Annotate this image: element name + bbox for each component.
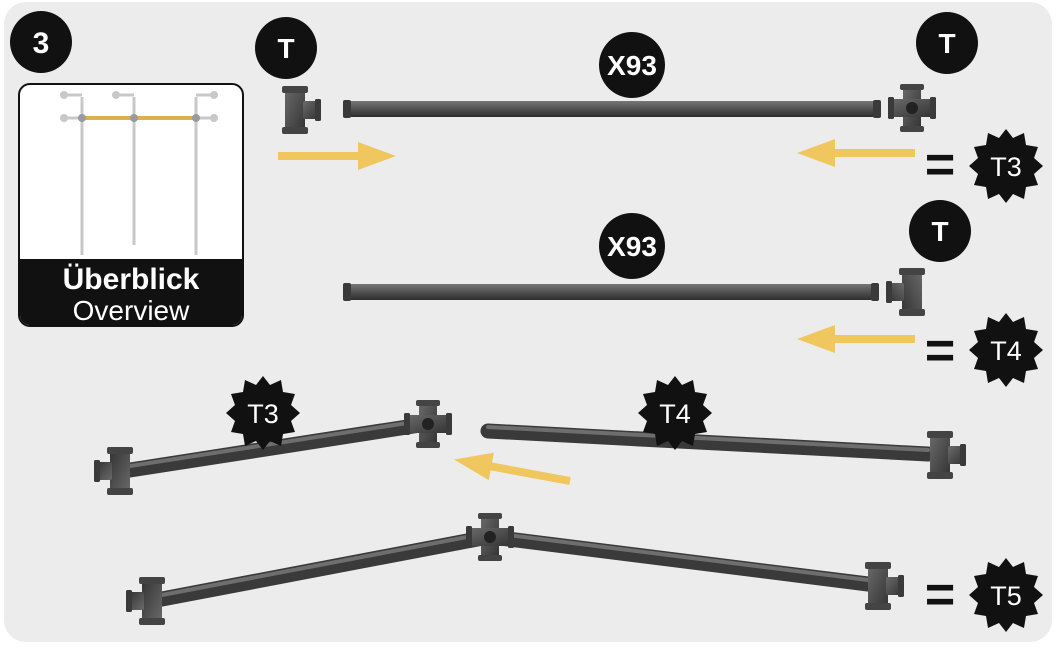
overview-subtitle: Overview [72,295,190,326]
arrow-left-icon [797,139,915,167]
result-badge-t3: T3 [969,129,1043,203]
pipe-x93-middle [343,283,879,301]
equals-sign: = [925,566,955,624]
tee-fitting [927,431,966,479]
step-number: 3 [33,27,50,60]
overview-title: Überblick [62,263,200,296]
step-badge: 3 [10,11,72,73]
assembly-badge-t4: T4 [638,376,712,450]
assembly-t4-right [480,423,966,479]
assembly-t5 [126,513,904,625]
fitting-label-top-right: T [916,12,978,74]
cross-fitting [466,513,514,561]
result-badge-t5: T5 [969,558,1043,632]
pipe-label-text: X93 [607,50,657,81]
fitting-label-text: T [931,216,948,247]
equals-sign: = [925,322,955,380]
badge-text: T4 [990,336,1022,366]
cross-fitting [404,400,452,448]
badge-text: T5 [990,581,1022,611]
pipe-x93-top [343,100,881,118]
tee-fitting-left [282,86,321,134]
overview-caption: Überblick Overview [20,259,242,325]
assembly-badge-t3: T3 [226,376,300,450]
badge-text: T3 [990,152,1022,182]
overview-rack-image [60,91,218,255]
pipe-label-text: X93 [607,231,657,262]
fitting-label-text: T [938,28,955,59]
pipe-label-top: X93 [599,32,665,98]
equals-sign: = [925,136,955,194]
fitting-label-middle: T [909,200,971,262]
tee-fitting [94,447,133,495]
tee-fitting-middle [886,268,925,316]
arrow-left-icon [451,445,573,495]
pipe-label-middle: X93 [599,213,665,279]
tee-fitting [126,577,165,625]
cross-fitting-right [888,84,936,132]
arrow-right-icon [278,142,396,170]
arrow-left-icon [797,325,915,353]
tee-fitting [865,562,904,610]
badge-text: T4 [659,399,691,429]
badge-text: T3 [247,399,279,429]
fitting-label-top-left: T [255,17,317,79]
overview-card: Überblick Overview [18,83,244,327]
fitting-label-text: T [277,33,294,64]
result-badge-t4: T4 [969,313,1043,387]
assembly-t3-left [94,400,452,495]
